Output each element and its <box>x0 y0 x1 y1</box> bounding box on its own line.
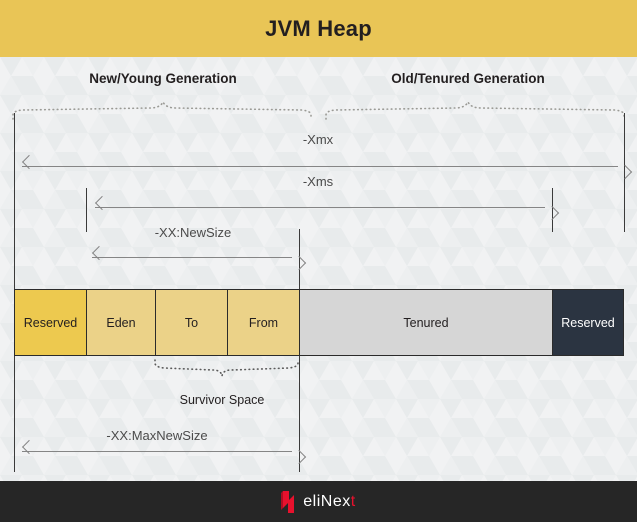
guide-heap-right-edge <box>624 113 625 232</box>
guide-young-left-edge <box>86 188 87 232</box>
brace-old-tenured-generation <box>325 100 625 120</box>
block-eden[interactable]: Eden <box>86 289 155 356</box>
block-reserved-young[interactable]: Reserved <box>14 289 86 356</box>
dim-arrow-xms <box>95 195 560 221</box>
caption-new-young-generation: New/Young Generation <box>89 71 237 86</box>
block-label: Reserved <box>23 315 78 330</box>
diagram-footer: eliNext <box>0 481 637 522</box>
logo-text-prefix: eliNex <box>303 492 351 510</box>
brace-survivor-space <box>154 359 299 377</box>
dim-label-maxnewsize: -XX:MaxNewSize <box>106 428 208 443</box>
elinext-bolt-icon <box>281 490 295 513</box>
dim-label-newsize: -XX:NewSize <box>154 225 232 240</box>
elinext-logo[interactable]: eliNext <box>281 490 355 513</box>
block-label: From <box>248 315 279 330</box>
block-label: Tenured <box>403 315 449 330</box>
dim-arrow-newsize <box>92 245 307 271</box>
dim-arrow-maxnewsize <box>22 439 307 465</box>
guide-xms-right-edge <box>552 188 553 232</box>
heap-blocks-row: Reserved Eden To From Tenured Reserved <box>14 289 624 356</box>
block-label: Reserved <box>561 315 615 330</box>
brace-new-young-generation <box>12 100 312 120</box>
block-tenured[interactable]: Tenured <box>299 289 552 356</box>
logo-text-accent: t <box>350 492 356 510</box>
dim-label-xmx: -Xmx <box>302 132 334 147</box>
diagram-header: JVM Heap <box>0 0 637 57</box>
block-reserved-old[interactable]: Reserved <box>552 289 624 356</box>
block-from[interactable]: From <box>227 289 299 356</box>
block-label: To <box>184 315 199 330</box>
triangle-watermark <box>0 57 637 481</box>
guide-newsize-right-edge <box>299 229 300 289</box>
dim-label-xms: -Xms <box>302 174 334 189</box>
caption-old-tenured-generation: Old/Tenured Generation <box>391 71 545 86</box>
dim-arrow-xmx <box>22 154 633 180</box>
block-to[interactable]: To <box>155 289 227 356</box>
guide-young-old-boundary <box>299 299 300 472</box>
diagram-canvas: New/Young Generation Old/Tenured Generat… <box>0 57 637 481</box>
page-title: JVM Heap <box>265 15 372 41</box>
block-label: Eden <box>106 315 136 330</box>
caption-survivor-space: Survivor Space <box>179 393 265 407</box>
elinext-wordmark: eliNext <box>303 493 355 511</box>
